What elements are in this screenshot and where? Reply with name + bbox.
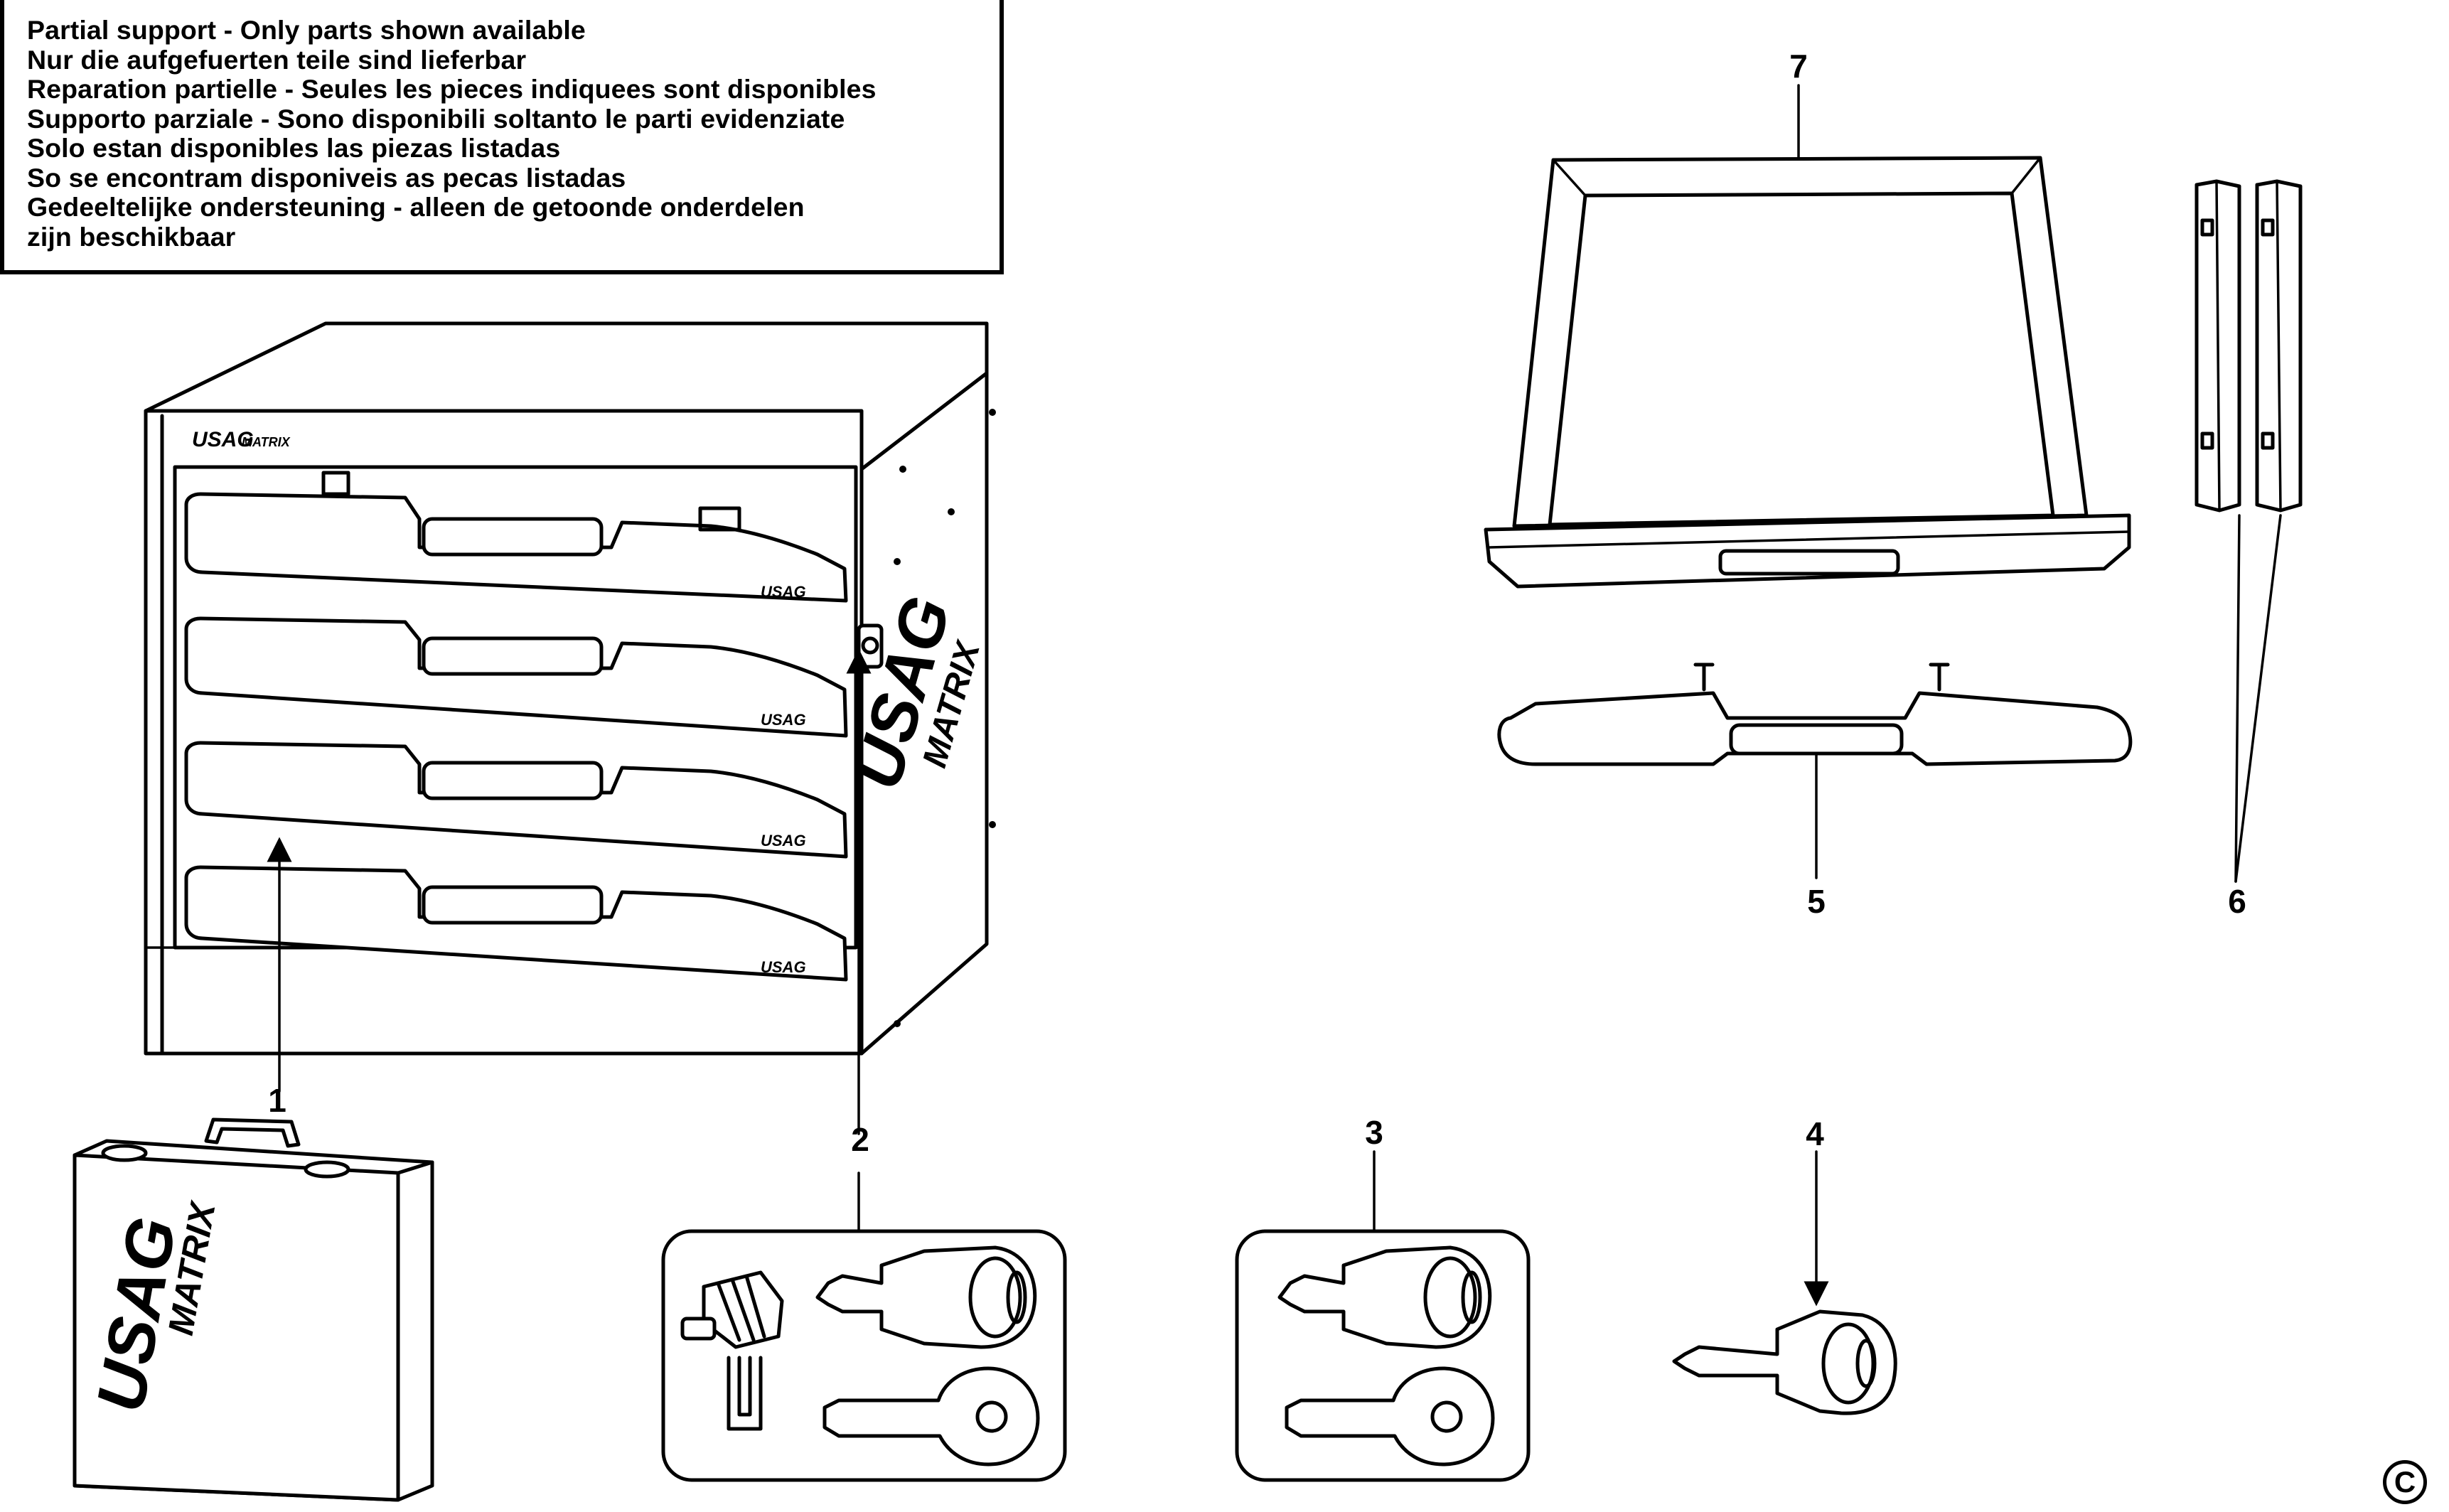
drawer1-brand: USAG — [761, 583, 806, 601]
notice-line-it: Supporto parziale - Sono disponibili sol… — [27, 103, 845, 134]
notice-line-nl-2: zijn beschikbaar — [27, 221, 236, 252]
notice-line-fr: Reparation partielle - Seules les pieces… — [27, 74, 877, 104]
part-6-slide-rails — [2195, 179, 2303, 883]
cabinet-assembly: USAG MATRIX USAG MATRIX — [144, 321, 996, 1056]
notice-line-pt: So se encontram disponiveis as pecas lis… — [27, 162, 626, 193]
cabinet-brand-matrix: MATRIX — [242, 435, 291, 449]
notice-line-de: Nur die aufgefuerten teile sind lieferba… — [27, 44, 527, 75]
cabinet-brand-usag: USAG — [192, 428, 254, 451]
callout-5: 5 — [1807, 883, 1826, 920]
drawer3-brand: USAG — [761, 832, 806, 849]
callout-6: 6 — [2228, 883, 2246, 920]
callout-7: 7 — [1789, 48, 1808, 85]
availability-notice: Partial support - Only parts shown avail… — [0, 0, 1004, 274]
callout-3: 3 — [1365, 1114, 1383, 1151]
notice-line-es: Solo estan disponibles las piezas listad… — [27, 133, 561, 163]
callout-2: 2 — [851, 1121, 869, 1158]
copyright-mark: C — [2383, 1460, 2427, 1504]
notice-line-en: Partial support - Only parts shown avail… — [27, 15, 586, 45]
part-2-lock-kit — [661, 1171, 1067, 1482]
part-3-key-set — [1235, 1150, 1531, 1482]
notice-line-nl: Gedeeltelijke ondersteuning - alleen de … — [27, 192, 805, 222]
part-1-carry-case: USAG MATRIX — [73, 1117, 434, 1502]
part-5-handle — [1497, 663, 2133, 879]
drawer2-brand: USAG — [761, 711, 806, 729]
callout-1: 1 — [268, 1082, 286, 1119]
part-4-key — [1672, 1150, 1897, 1415]
part-7-drawer — [1484, 84, 2131, 589]
cabinet-drawers: USAG USAG USAG USAG — [184, 471, 848, 982]
drawer4-brand: USAG — [761, 958, 806, 976]
callout-4: 4 — [1806, 1115, 1824, 1152]
